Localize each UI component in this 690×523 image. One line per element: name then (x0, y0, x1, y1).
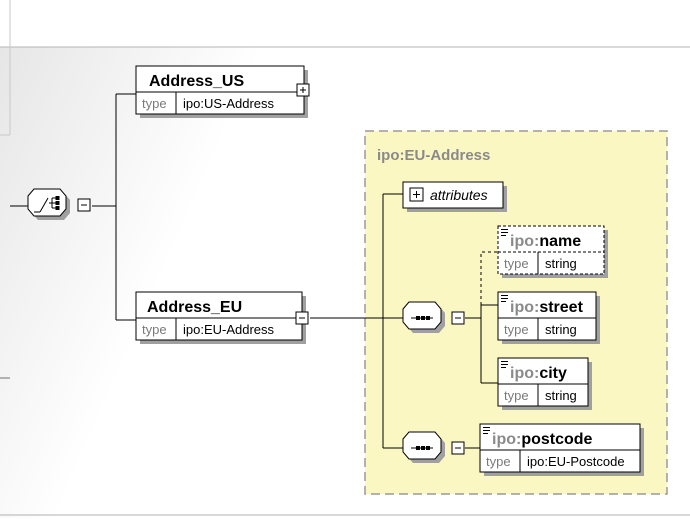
choice-dot-2 (55, 201, 60, 205)
attributes-expand-plus-icon[interactable] (409, 187, 424, 202)
element-ipo-street[interactable]: ipo:street type string (497, 291, 600, 344)
ipo-name-text-content-icon (501, 229, 508, 236)
element-ipo-postcode[interactable]: ipo:postcode type ipo:EU-Postcode (479, 423, 644, 476)
ipo-name-type-value: string (545, 256, 577, 271)
ipo-street-box (497, 291, 597, 341)
sequence-1-shape (402, 301, 442, 330)
ipo-name-box (497, 225, 605, 275)
sequence-2-collapse-minus-icon[interactable] (451, 441, 465, 455)
ipo-city-type-label: type (504, 388, 529, 403)
ipo-postcode-type-value: ipo:EU-Postcode (527, 454, 625, 469)
ipo-street-prefix: ipo: (510, 299, 539, 316)
ipo-name-prefix: ipo: (510, 233, 539, 250)
ipo-city-title: ipo:city (510, 365, 567, 382)
address-us-expand-plus-icon[interactable] (296, 83, 310, 97)
element-address-eu[interactable]: Address_EU type ipo:EU-Address (135, 291, 309, 344)
ipo-street-type-label: type (504, 322, 529, 337)
address-eu-type-label: type (142, 322, 167, 337)
ipo-postcode-box (479, 423, 641, 473)
address-us-name: Address_US (149, 73, 244, 90)
ipo-street-local-name: street (539, 299, 583, 316)
connectors (10, 93, 498, 449)
attributes-frame (402, 181, 504, 209)
ipo-street-title: ipo:street (510, 299, 584, 316)
address-eu-box (135, 291, 303, 341)
address-eu-collapse-minus-icon[interactable] (295, 311, 309, 325)
element-ipo-name[interactable]: ipo:name type string (497, 225, 608, 278)
ipo-name-local-name: name (539, 233, 581, 250)
ipo-postcode-text-content-icon (483, 427, 490, 434)
address-us-type-label: type (142, 96, 167, 111)
address-us-type-value: ipo:US-Address (183, 96, 275, 111)
sequence-compositor-2[interactable] (402, 431, 465, 463)
choice-compositor[interactable] (27, 188, 91, 220)
choice-icon (34, 197, 58, 213)
sequence-2-icon (411, 446, 433, 450)
ipo-city-prefix: ipo: (510, 365, 539, 382)
address-eu-name: Address_EU (147, 299, 242, 316)
ipo-postcode-title: ipo:postcode (492, 431, 593, 448)
ipo-street-text-content-icon (501, 295, 508, 302)
sequence-compositor-1[interactable] (402, 301, 465, 333)
ipo-name-title: ipo:name (510, 233, 581, 250)
sequence-1-icon (411, 316, 433, 320)
sequence-2-shape (402, 431, 442, 460)
eu-address-group-title: ipo:EU-Address (377, 147, 490, 164)
element-address-us[interactable]: Address_US type ipo:US-Address (135, 65, 310, 118)
address-eu-type-value: ipo:EU-Address (183, 322, 275, 337)
element-ipo-city[interactable]: ipo:city type string (497, 357, 592, 410)
ipo-street-type-value: string (545, 322, 577, 337)
ipo-city-text-content-icon (501, 361, 508, 368)
attributes-label: attributes (430, 187, 488, 203)
sequence-1-collapse-minus-icon[interactable] (451, 311, 465, 325)
address-us-box (135, 65, 305, 115)
attributes-box[interactable]: attributes (402, 181, 507, 212)
ipo-postcode-prefix: ipo: (492, 431, 521, 448)
ipo-postcode-type-label: type (486, 454, 511, 469)
ipo-name-type-label: type (504, 256, 529, 271)
ipo-city-local-name: city (539, 365, 567, 382)
ipo-city-type-value: string (545, 388, 577, 403)
choice-shape (27, 188, 67, 217)
ipo-city-box (497, 357, 589, 407)
ipo-postcode-local-name: postcode (521, 431, 592, 448)
choice-collapse-minus-icon[interactable] (77, 198, 91, 212)
choice-dot-1 (55, 196, 60, 200)
choice-dot-3 (55, 206, 60, 210)
